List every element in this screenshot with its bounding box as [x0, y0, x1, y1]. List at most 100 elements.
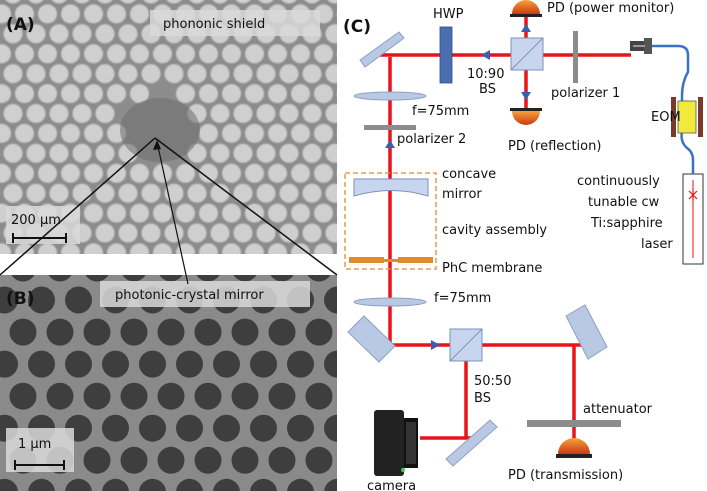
phononic-hole: [314, 163, 333, 183]
caption-box-a: [150, 10, 320, 36]
phononic-hole: [15, 163, 34, 183]
phononic-hole: [210, 64, 230, 84]
photonic-hole: [65, 286, 92, 314]
optical-fiber: [652, 44, 695, 174]
mirror-bottom-right: [565, 304, 608, 360]
phononic-hole: [15, 123, 34, 143]
phononic-hole: [130, 4, 149, 24]
phononic-hole: [325, 24, 337, 44]
phononic-hole: [222, 203, 241, 223]
phononic-hole: [38, 44, 57, 64]
phononic-hole: [3, 64, 23, 84]
pd-reflection-label: PD (reflection): [508, 139, 601, 154]
phononic-hole: [256, 183, 276, 203]
phononic-hole: [38, 123, 57, 143]
phononic-hole: [222, 243, 241, 254]
phononic-hole: [245, 163, 264, 183]
polarizer-1: [573, 31, 578, 83]
phononic-hole: [222, 123, 241, 143]
phononic-hole: [95, 104, 115, 123]
phononic-hole: [118, 223, 138, 243]
phononic-hole: [337, 204, 356, 223]
photonic-hole: [194, 446, 222, 474]
phononic-hole: [130, 243, 149, 254]
phononic-hole: [107, 243, 126, 254]
photonic-hole: [159, 275, 183, 282]
phononic-hole: [337, 44, 356, 63]
phononic-hole: [314, 123, 333, 143]
photonic-hole: [0, 286, 18, 314]
phononic-hole: [325, 223, 337, 243]
photonic-hole-lattice: [0, 275, 337, 491]
phononic-hole: [38, 163, 57, 183]
phononic-hole: [84, 84, 103, 104]
photonic-hole: [9, 318, 37, 346]
photonic-hole: [157, 318, 185, 346]
mirror-top-left: [359, 31, 405, 68]
pointer-arrow: [156, 141, 189, 285]
phononic-hole: [38, 243, 57, 254]
photonic-hole: [250, 478, 277, 491]
zoom-indicator: [0, 137, 338, 285]
phononic-hole: [153, 163, 172, 183]
photonic-hole: [120, 446, 148, 474]
panel-c: (C): [343, 0, 704, 491]
phononic-hole: [0, 163, 11, 183]
phononic-hole: [130, 203, 149, 223]
laser-star-icon: [688, 189, 698, 201]
phononic-hole: [51, 0, 67, 4]
bs-1090-ratio: 10:90: [467, 67, 504, 82]
photonic-hole: [176, 414, 203, 442]
polarizer-2-label: polarizer 2: [397, 132, 466, 147]
lens-top: [353, 91, 427, 101]
hwp-label: HWP: [433, 7, 464, 22]
caption-b: photonic-crystal mirror: [115, 288, 264, 303]
phononic-hole: [245, 44, 264, 64]
phononic-hole: [222, 163, 241, 183]
phononic-hole: [199, 123, 218, 143]
phononic-hole: [143, 0, 159, 4]
photonic-hole: [194, 382, 222, 410]
photonic-hole: [324, 350, 337, 378]
photonic-hole: [307, 275, 331, 282]
phononic-hole: [84, 4, 103, 24]
phononic-hole: [61, 243, 80, 254]
bs-1090-label: BS: [479, 82, 496, 97]
phononic-hole: [268, 243, 287, 254]
phononic-hole: [26, 104, 46, 123]
phononic-hole: [210, 183, 230, 203]
photonic-hole: [268, 382, 296, 410]
photonic-hole: [231, 318, 259, 346]
phononic-hole: [0, 243, 11, 254]
phononic-hole: [199, 84, 218, 104]
phononic-hole: [26, 64, 46, 84]
phononic-hole: [118, 24, 138, 44]
phononic-hole: [0, 84, 11, 104]
photonic-hole: [250, 350, 277, 378]
photonic-hole: [28, 478, 55, 491]
photonic-hole: [120, 382, 148, 410]
phononic-hole: [15, 84, 34, 104]
phononic-hole: [130, 163, 149, 183]
photonic-hole: [83, 318, 111, 346]
phononic-hole: [222, 84, 241, 104]
photonic-hole: [102, 350, 129, 378]
photonic-hole: [65, 478, 92, 491]
photonic-hole: [231, 446, 259, 474]
photonic-hole: [250, 414, 277, 442]
phononic-hole: [268, 123, 287, 143]
phononic-hole: [153, 44, 172, 64]
beam-splitter-5050: [449, 328, 483, 362]
panel-label-c: (C): [343, 17, 371, 37]
camera-label: camera: [367, 479, 416, 491]
phononic-hole: [279, 143, 299, 163]
phononic-hole: [212, 0, 228, 4]
phononic-hole: [153, 203, 172, 223]
phononic-hole: [120, 0, 136, 4]
phononic-hole: [95, 223, 115, 243]
phononic-hole: [187, 64, 207, 84]
photonic-hole: [305, 382, 333, 410]
phononic-hole: [49, 143, 69, 163]
